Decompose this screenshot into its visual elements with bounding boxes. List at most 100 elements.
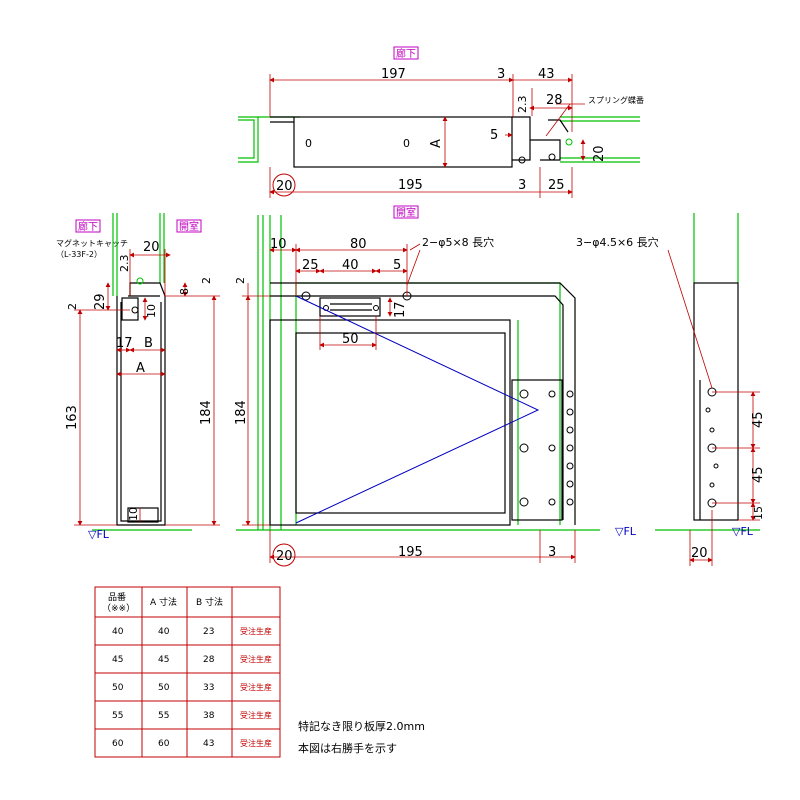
side-dim-2-3: 2.3	[118, 255, 131, 273]
top-view: 廊下 0 0	[238, 46, 644, 198]
front-dim-5: 5	[393, 258, 401, 273]
slot-callout-b: 3−φ4.5×6 長穴	[576, 235, 659, 249]
top-screw-3	[565, 138, 573, 146]
table-cell: 受注生産	[240, 710, 272, 720]
note-thickness: 特記なき限り板厚2.0mm	[298, 719, 425, 733]
right-dim-45b: 45	[751, 466, 766, 483]
table-cell: 40	[112, 627, 124, 637]
top-dim-A: A	[429, 139, 444, 148]
right-dim-15: 15	[752, 506, 765, 520]
top-frame	[270, 116, 569, 168]
side-dim-A: A	[136, 361, 145, 376]
side-walls	[92, 213, 192, 531]
side-frame	[116, 282, 166, 526]
front-dim-17: 17	[393, 301, 408, 318]
side-dim-163: 163	[65, 405, 80, 430]
front-dim-184: 184	[234, 400, 249, 425]
top-dim-43: 43	[538, 67, 555, 82]
table-cell: 45	[112, 655, 123, 665]
front-dim-2: 2	[234, 277, 247, 284]
right-side-view: 3−φ4.5×6 長穴 45 45 15 20 ▽FL	[576, 213, 766, 566]
spring-hinge-label: スプリング蝶番	[588, 95, 644, 105]
side-screw	[131, 306, 139, 314]
table-cell: 55	[112, 711, 123, 721]
front-dim-3: 3	[548, 545, 556, 560]
spec-table-text: 品番 （※※） A 寸法 B 寸法 40 40 23 受注生産 45 45 28…	[102, 591, 272, 749]
side-label-left: 廊下	[78, 220, 98, 233]
table-header-a: A 寸法	[150, 596, 177, 608]
front-label: 開室	[396, 206, 416, 219]
side-dim-B: B	[144, 336, 153, 351]
top-screw-2	[548, 153, 556, 161]
front-dim-80: 80	[350, 237, 367, 252]
table-cell: 受注生産	[240, 682, 272, 692]
slot-callout-a: 2−φ5×8 長穴	[422, 235, 494, 249]
top-dim-25: 25	[548, 178, 565, 193]
front-dim-50: 50	[342, 332, 359, 347]
side-label-right-box	[176, 219, 202, 233]
side-label-right: 開室	[179, 220, 199, 233]
side-section-view: 廊下 開室 マグネットキャッチ （L-33F-2）	[56, 213, 220, 541]
top-dim-3a: 3	[497, 67, 505, 82]
side-dim-10a: 10	[145, 304, 158, 318]
front-fl-label: ▽FL	[615, 525, 637, 538]
top-dim-lines	[269, 74, 586, 198]
note-handedness: 本図は右勝手を示す	[298, 741, 397, 755]
spec-table	[94, 586, 281, 758]
front-dim-20-circle: 20	[276, 549, 293, 564]
door-swing-line	[295, 295, 540, 524]
top-dim-28: 28	[546, 93, 563, 108]
table-header-part: 品番	[108, 591, 126, 603]
top-dim-195: 195	[398, 178, 423, 193]
top-wall-right	[560, 116, 640, 163]
side-fl-label: ▽FL	[88, 528, 110, 541]
front-dim-10: 10	[270, 237, 287, 252]
side-dim-8: 8	[178, 288, 191, 295]
table-cell: 45	[158, 655, 169, 665]
magnet-catch-label: マグネットキャッチ	[56, 238, 128, 248]
top-view-label-box	[393, 46, 419, 60]
front-dim-195: 195	[398, 545, 423, 560]
side-label-left-box	[75, 219, 101, 233]
table-header-b: B 寸法	[196, 596, 223, 608]
top-dim-3b: 3	[518, 178, 526, 193]
side-dim-20: 20	[143, 240, 160, 255]
side-dim-29: 29	[93, 293, 108, 310]
side-dim-17: 17	[116, 336, 133, 351]
table-cell: 28	[203, 655, 215, 665]
top-dim-5: 5	[490, 128, 498, 143]
table-cell: 55	[158, 711, 169, 721]
table-cell: 60	[158, 739, 170, 749]
top-dim-20-circle: 20	[276, 179, 293, 194]
table-cell: 受注生産	[240, 626, 272, 636]
side-dim-2b: 2	[66, 303, 79, 310]
table-cell: 33	[203, 683, 214, 693]
table-cell: 38	[203, 711, 215, 721]
front-dim-circle	[272, 543, 296, 567]
top-dim-20: 20	[592, 145, 607, 162]
front-walls	[236, 215, 600, 531]
table-cell: 50	[112, 683, 124, 693]
right-dim-20: 20	[691, 546, 708, 561]
side-dim-lines	[74, 249, 220, 526]
right-dim-45a: 45	[751, 411, 766, 428]
side-screw-wall	[136, 277, 144, 285]
top-wall-left	[238, 116, 300, 163]
side-dim-2a: 2	[200, 277, 213, 284]
magnet-catch-model: （L-33F-2）	[56, 250, 102, 259]
top-screw-1	[518, 156, 526, 164]
top-hole-2: 0	[403, 137, 410, 150]
right-fl-label: ▽FL	[732, 525, 754, 538]
table-cell: 受注生産	[240, 738, 272, 748]
right-holes	[705, 387, 719, 508]
right-dim-lines	[667, 249, 760, 566]
front-view: 開室	[234, 205, 637, 567]
top-view-label: 廊下	[396, 47, 416, 60]
top-hole-1: 0	[305, 137, 312, 150]
table-cell: 23	[203, 627, 214, 637]
top-dim-2-3: 2.3	[516, 96, 529, 114]
front-dim-25: 25	[302, 258, 319, 273]
front-dim-lines	[242, 243, 576, 563]
table-cell: 60	[112, 739, 124, 749]
